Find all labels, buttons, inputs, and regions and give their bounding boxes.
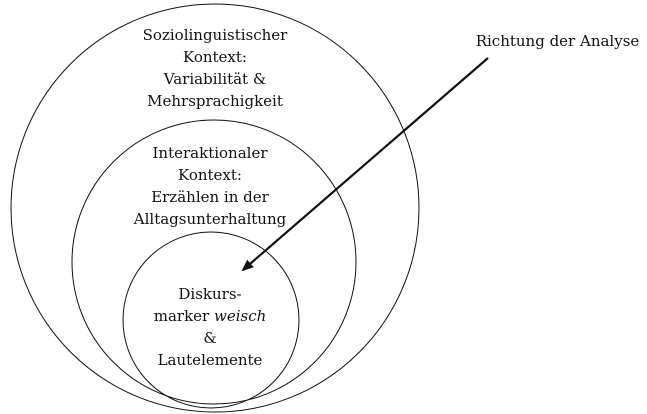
- arrow-label: Richtung der Analyse: [475, 32, 640, 50]
- middle-label-line: Alltagsunterhaltung: [133, 210, 287, 228]
- inner-label-italic-term: weisch: [213, 307, 267, 325]
- inner-label-line: marker weisch: [110, 305, 310, 327]
- analysis-direction-arrow: [241, 57, 489, 272]
- middle-label-line: Interaktionaler: [152, 144, 268, 162]
- outer-label-line: Soziolinguistischer: [142, 26, 288, 44]
- inner-label-line: Diskurs-: [178, 285, 242, 303]
- outer-circle-sociolinguistic-context: [10, 3, 420, 413]
- inner-circle-label: Diskurs- marker weisch & Lautelemente: [110, 283, 310, 371]
- inner-circle-discourse-marker: [122, 231, 300, 409]
- middle-circle-interactional-context: [71, 119, 357, 405]
- middle-circle-label: Interaktionaler Kontext: Erzählen in der…: [105, 142, 315, 230]
- inner-label-line: &: [203, 329, 217, 347]
- middle-label-line: Erzählen in der: [151, 188, 269, 206]
- outer-label-line: Mehrsprachigkeit: [147, 92, 283, 110]
- middle-label-line: Kontext:: [178, 166, 242, 184]
- outer-label-line: Variabilität &: [163, 70, 267, 88]
- inner-label-prefix: marker: [153, 307, 214, 325]
- outer-circle-label: Soziolinguistischer Kontext: Variabilitä…: [110, 24, 320, 112]
- inner-label-line: Lautelemente: [157, 351, 263, 369]
- outer-label-line: Kontext:: [183, 48, 247, 66]
